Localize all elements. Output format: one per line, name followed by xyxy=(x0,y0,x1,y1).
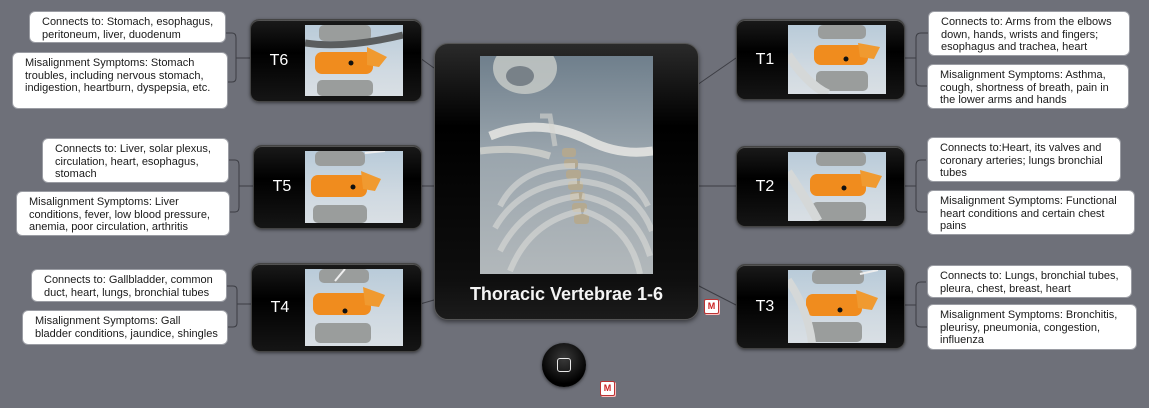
t3-connects-note[interactable]: Connects to: Lungs, bronchial tubes, ple… xyxy=(927,265,1132,298)
node-t3-label: T3 xyxy=(755,297,775,315)
node-t6[interactable]: T6 xyxy=(250,19,422,102)
t5-connects-note[interactable]: Connects to: Liver, solar plexus, circul… xyxy=(42,138,229,183)
t2-symptoms-note[interactable]: Misalignment Symptoms: Functional heart … xyxy=(927,190,1135,235)
node-t2-label: T2 xyxy=(755,177,775,195)
vertebra-t2-image xyxy=(788,152,886,221)
t3-symptoms-note[interactable]: Misalignment Symptoms: Bronchitis, pleur… xyxy=(927,304,1137,350)
vertebra-t5-image xyxy=(305,151,403,223)
t4-connects-note[interactable]: Connects to: Gallbladder, common duct, h… xyxy=(31,269,227,302)
home-button[interactable] xyxy=(542,343,586,387)
node-t5-label: T5 xyxy=(272,178,292,195)
mindmap-link-icon[interactable]: M xyxy=(600,381,615,396)
node-t6-label: T6 xyxy=(269,51,289,69)
vertebra-t6-image xyxy=(305,25,403,96)
vertebra-t1-image xyxy=(788,25,886,94)
t6-symptoms-note[interactable]: Misalignment Symptoms: Stomach troubles,… xyxy=(12,52,228,109)
central-topic-thoracic-vertebrae[interactable]: Thoracic Vertebrae 1-6 xyxy=(434,43,699,320)
t4-symptoms-note[interactable]: Misalignment Symptoms: Gall bladder cond… xyxy=(22,310,228,345)
central-topic-title: Thoracic Vertebrae 1-6 xyxy=(469,284,664,304)
skeleton-torso-image xyxy=(480,56,653,274)
node-t1[interactable]: T1 xyxy=(736,19,905,100)
node-t4[interactable]: T4 xyxy=(251,263,422,352)
t2-connects-note[interactable]: Connects to:Heart, its valves and corona… xyxy=(927,137,1121,182)
t6-connects-note[interactable]: Connects to: Stomach, esophagus, periton… xyxy=(29,11,226,43)
vertebra-t4-image xyxy=(305,269,403,346)
node-t5[interactable]: T5 xyxy=(253,145,422,229)
node-t3[interactable]: T3 xyxy=(736,264,905,349)
mindmap-link-icon[interactable]: M xyxy=(704,299,719,314)
t1-connects-note[interactable]: Connects to: Arms from the elbows down, … xyxy=(928,11,1130,56)
node-t1-label: T1 xyxy=(755,50,775,68)
t5-symptoms-note[interactable]: Misalignment Symptoms: Liver conditions,… xyxy=(16,191,230,236)
node-t4-label: T4 xyxy=(270,298,290,316)
home-square-icon xyxy=(557,358,571,372)
node-t2[interactable]: T2 xyxy=(736,146,905,227)
t1-symptoms-note[interactable]: Misalignment Symptoms: Asthma, cough, sh… xyxy=(927,64,1129,109)
vertebra-t3-image xyxy=(788,270,886,343)
